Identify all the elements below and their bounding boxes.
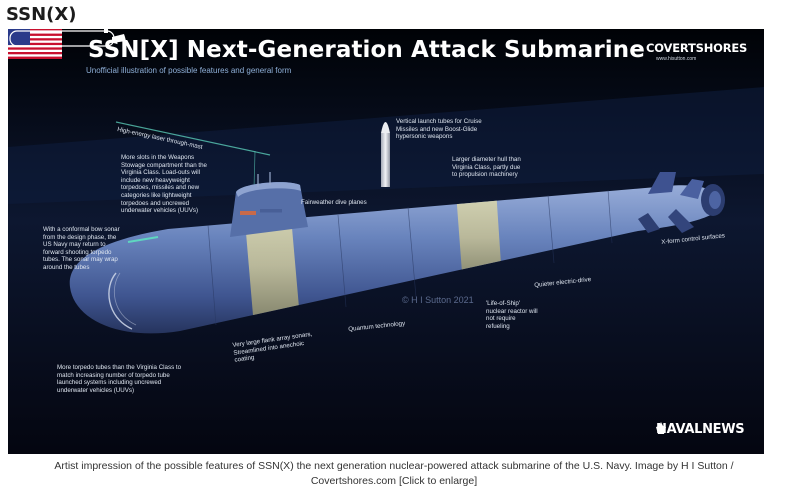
- navalnews-logo-text: NAVALNEWS: [656, 422, 745, 437]
- submarine-sail: [230, 172, 308, 237]
- annotation-fairweather: Fairweather dive planes: [301, 199, 367, 206]
- watermark: © H I Sutton 2021: [402, 295, 474, 305]
- stern-control-surfaces: [638, 172, 725, 233]
- submarine-illustration: [8, 29, 764, 454]
- covertshores-logo-icon: [9, 29, 126, 47]
- page-heading: SSN(X): [6, 4, 77, 25]
- covertshores-logo-url: www.hisutton.com: [656, 56, 697, 62]
- covertshores-logo-text: COVERTSHORES: [646, 41, 748, 55]
- us-flag-icon: [8, 29, 62, 59]
- navalnews-logo: NAVALNEWS: [656, 422, 745, 437]
- hull-bands: [244, 189, 502, 327]
- hull-seams: [207, 189, 613, 326]
- image-caption: Artist impression of the possible featur…: [54, 460, 734, 487]
- annotation-weapons-stowage: More slots in the Weapons Stowage compar…: [121, 154, 207, 215]
- annotation-life-of-ship: 'Life-of-Ship' nuclear reactor will not …: [486, 300, 538, 330]
- vertical-launch-missile: [381, 122, 390, 187]
- submarine-hull: [69, 185, 722, 334]
- laser-beam: [115, 121, 271, 156]
- annotation-vertical-launch: Vertical launch tubes for Cruise Missile…: [396, 118, 482, 141]
- navalnews-icon: [656, 422, 666, 434]
- bow-sonar-ring: [108, 272, 133, 330]
- annotation-larger-hull: Larger diameter hull than Virginia Class…: [452, 156, 521, 179]
- submarine-figure[interactable]: SSN[X] Next-Generation Attack Submarine …: [8, 29, 764, 454]
- annotation-bow-sonar: With a conformal bow sonar from the desi…: [43, 226, 120, 271]
- annotation-torpedo-tubes: More torpedo tubes than the Virginia Cla…: [57, 364, 182, 394]
- laser-mast: [253, 150, 256, 190]
- figure-title: SSN[X] Next-Generation Attack Submarine: [88, 37, 645, 63]
- figure-subtitle: Unofficial illustration of possible feat…: [86, 66, 292, 75]
- uuv-marker: [127, 236, 159, 243]
